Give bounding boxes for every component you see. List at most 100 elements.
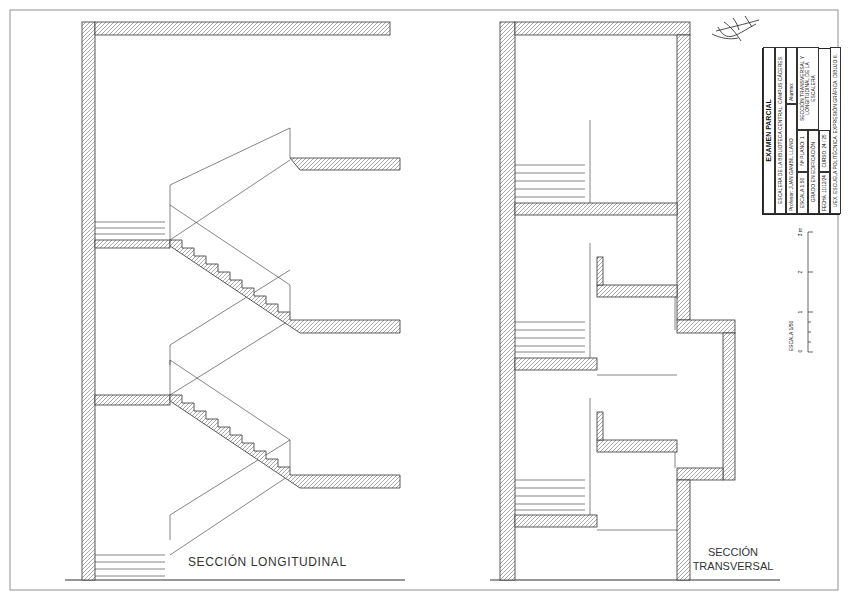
scale-number: 2 [797,271,804,274]
longitudinal-section-part-part [170,360,171,395]
transverse-section-part-part [515,496,585,497]
transverse-section-part-part [515,488,585,489]
scale-label: ESCALA 1/50 [788,321,795,352]
logo-part [733,18,739,30]
longitudinal-section-part-part [170,515,171,540]
transverse-section-part-part [515,322,585,323]
transverse-section-part-part [590,398,591,515]
view-title: SECCIÓN TRANSVERSAL [688,545,778,574]
title-block: EXAMEN PARCIAL ESCALERA DE LA BIBLIOTECA … [762,48,840,215]
longitudinal-section-part-part [170,360,290,440]
transverse-section [490,22,780,580]
longitudinal-section-part [95,22,390,35]
view-title: SECCIÓN LONGITUDINAL [188,555,347,571]
title-cell: Alumno: [786,47,797,104]
scale-bar-part [808,232,809,352]
transverse-section-part [515,120,677,530]
scale-bar-part [808,342,811,343]
logo-part [745,16,752,27]
scale-bar-part [808,332,811,333]
longitudinal-section-part [95,128,290,576]
logo-part [712,34,738,39]
longitudinal-section-part-part [170,185,171,205]
longitudinal-section-part [170,395,400,488]
transverse-section-part-part [515,338,585,339]
longitudinal-section-part-part [170,205,290,285]
transverse-section-part [597,285,677,297]
title-cell: CURSO: 24 / 25 [819,130,830,172]
transverse-section-part-part [675,452,676,468]
longitudinal-section-part-part [170,440,290,515]
longitudinal-section-part [95,395,170,405]
scale-number: 1 [797,311,804,314]
transverse-section-part-part [515,480,585,481]
longitudinal-section-part-part [95,576,165,577]
scale-bar-part [808,272,813,273]
transverse-section-part-part [515,181,585,182]
scale-number: 0 [797,350,804,353]
title-text: ESCALERA DE LA BIBLIOTECA CENTRAL. CAMPU… [778,57,784,204]
transverse-section-part [597,257,603,285]
transverse-section-part [515,203,677,215]
title-cell: Profesor: JUAN GAMBIL LLANO [786,104,797,214]
transverse-section-part-part [515,197,585,198]
title-cell: GRADO EN EDIFICACIÓN [808,130,819,214]
scale-bar-part [808,352,813,353]
transverse-section-part-part [515,165,585,166]
transverse-section-part [515,22,690,35]
transverse-section-part-part [515,504,585,505]
scale-bar [808,232,813,352]
transverse-section-part-part [590,243,591,358]
transverse-section-part [677,320,735,333]
transverse-section-part-part [515,189,585,190]
longitudinal-section-part [290,158,400,170]
title-text: FECHA: 11/12/24 [822,175,827,211]
transverse-section-part-part [515,330,585,331]
longitudinal-section-part [65,580,405,581]
transverse-section-part [677,480,690,580]
longitudinal-section-part-part [290,285,291,312]
logo-part [718,24,756,37]
logo [712,16,759,41]
title-cell: EXAMEN PARCIAL [763,47,775,214]
longitudinal-section-part-part [290,440,291,467]
longitudinal-section-part-part [95,569,165,570]
title-text: Profesor: JUAN GAMBIL LLANO [789,138,795,211]
transverse-section-part-part [515,173,585,174]
longitudinal-section-part-part [170,205,171,240]
longitudinal-section-part-part [170,160,290,240]
transverse-section-part-part [515,352,585,353]
longitudinal-section-part-part [170,320,290,395]
longitudinal-section-part [170,205,290,467]
transverse-section-part-part [515,510,585,511]
logo-part [724,22,741,41]
title-text: ESCALA 1:50 [800,178,806,209]
longitudinal-section-part-part [95,562,165,563]
transverse-section-part [500,22,515,580]
longitudinal-section [65,22,405,580]
title-text: Alumno: [789,83,795,101]
scale-bar-part [808,322,811,323]
title-text: EXAMEN PARCIAL [765,99,773,161]
transverse-section-part [723,333,735,480]
title-text: UEX. ESCUELA POLITÉCNICA. EXPRESIÓN GRÁF… [833,54,839,207]
title-text: SECCIÓN TRANSVERSAL Y LONGITUDINAL DE LA… [800,51,817,126]
longitudinal-section-part-part [170,475,290,555]
sheet-frame [10,10,838,590]
transverse-section-part-part [515,346,585,347]
title-cell: ESCALA 1:50 [797,172,808,214]
title-cell: FECHA: 11/12/24 [819,172,830,214]
longitudinal-section-part-part [95,555,165,556]
title-text: CURSO: 24 / 25 [822,134,827,167]
transverse-section-part-part [675,297,676,330]
title-cell: Nº PLANO: 1 [797,130,808,172]
title-cell: SECCIÓN TRANSVERSAL Y LONGITUDINAL DE LA… [797,47,819,130]
transverse-section-part [597,412,603,440]
transverse-section-part [677,468,723,480]
scale-number: 3 m [797,228,804,236]
longitudinal-section-part [170,240,400,333]
title-cell: ESCALERA DE LA BIBLIOTECA CENTRAL. CAMPU… [775,47,786,214]
transverse-section-part-part [597,375,677,376]
longitudinal-section-part-part [290,128,291,158]
